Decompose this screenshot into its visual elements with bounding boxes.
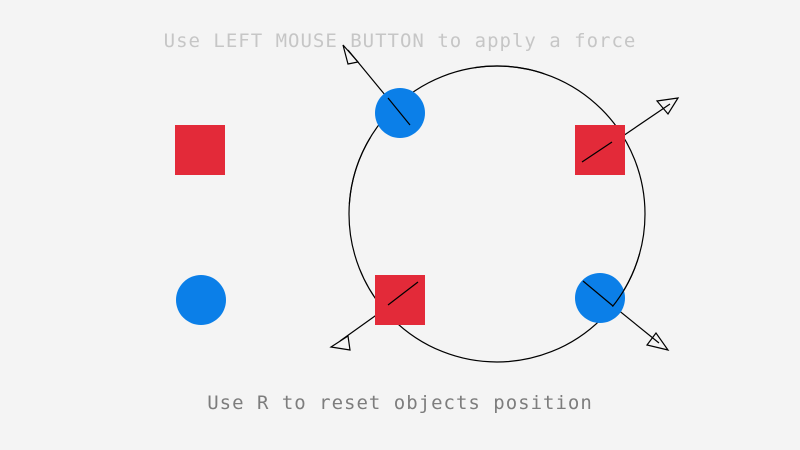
body-square-left[interactable] xyxy=(175,125,225,175)
force-arrow-shafts-foreground xyxy=(387,97,614,307)
arrowhead-circle-bottom-right xyxy=(645,331,670,351)
hint-text-mouse: Use LEFT MOUSE BUTTON to apply a force xyxy=(163,30,637,52)
body-circle-bottom-left[interactable] xyxy=(176,275,226,325)
hint-text-reset: Use R to reset objects position xyxy=(207,392,593,414)
force-vector-square-bottom xyxy=(387,281,419,306)
arrowhead-square-top-right xyxy=(655,97,680,116)
constraint-circle-overlay xyxy=(348,65,646,363)
force-vector-square-top-right xyxy=(581,141,613,163)
force-vector-circle-top xyxy=(387,97,411,126)
arrowhead-square-bottom xyxy=(329,334,351,351)
force-arrow-heads xyxy=(329,44,680,351)
force-vector-circle-bottom-right xyxy=(582,280,614,307)
body-circle-bottom-right[interactable] xyxy=(575,273,625,323)
physics-bodies[interactable] xyxy=(175,88,625,325)
arrowhead-circle-top xyxy=(342,44,360,65)
